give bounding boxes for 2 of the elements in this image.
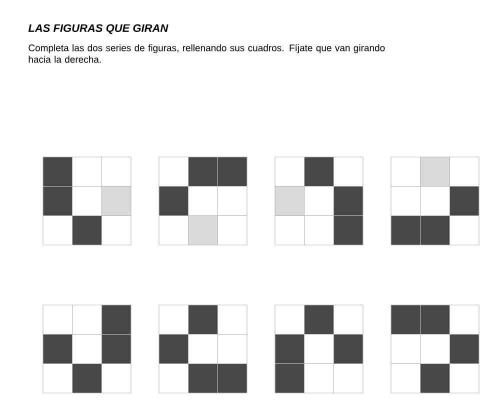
title: LAS FIGURAS QUE GIRAN bbox=[28, 24, 168, 34]
instruction-text: Completa las dos series de figuras, rellenando sus cuadros. Fíjate que van girando hacia la derecha. bbox=[28, 44, 385, 63]
